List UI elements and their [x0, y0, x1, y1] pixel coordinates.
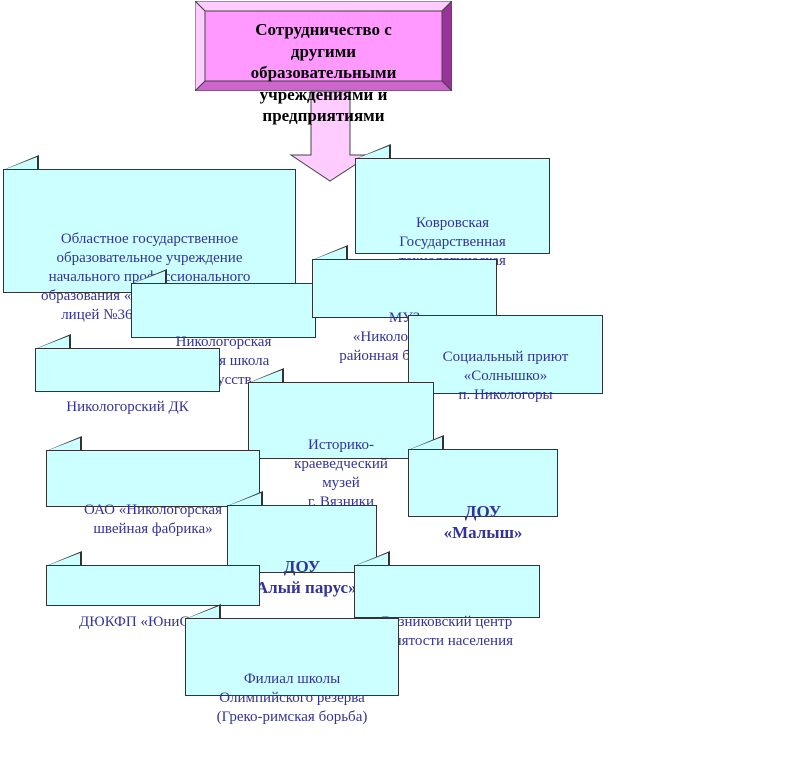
- node-dyukfp: ДЮКФП «ЮниС – 92»: [46, 551, 260, 630]
- node-malysh-label: ДОУ «Малыш»: [443, 502, 523, 542]
- node-dk: Никологорский ДК: [35, 334, 220, 415]
- title-box: [195, 1, 452, 91]
- node-filial: Филиал школы Олимпийского резерва (Греко…: [185, 604, 399, 725]
- node-alyi-parus: ДОУ «Алый парус»: [227, 491, 377, 597]
- node-kovrov: Ковровская Государственная технологическ…: [355, 144, 550, 288]
- node-dk-label: Никологорский ДК: [66, 399, 189, 415]
- title-frame-shape: [195, 1, 452, 91]
- node-malysh: ДОУ «Малыш»: [408, 435, 558, 542]
- node-fabrika: ОАО «Никологорская швейная фабрика»: [46, 436, 260, 537]
- node-priyut-label: Социальный приют «Солнышко» п. Никологор…: [442, 349, 569, 403]
- title-text: Сотрудничество с другими образовательным…: [250, 20, 397, 125]
- node-filial-label: Филиал школы Олимпийского резерва (Греко…: [216, 671, 368, 725]
- node-tsentr: Вязниковский центр занятости населения: [354, 551, 540, 649]
- node-muzei: Историко- краеведческий музей г. Вязники: [248, 368, 434, 510]
- node-shkola-iskusstv: Никологорская детская школа искусств: [131, 269, 316, 388]
- node-fabrika-label: ОАО «Никологорская швейная фабрика»: [84, 502, 222, 537]
- node-muzei-label: Историко- краеведческий музей г. Вязники: [294, 437, 388, 510]
- node-muz: МУЗ «Никологорская районная больница»: [312, 245, 497, 364]
- node-priyut: Социальный приют «Солнышко» п. Никологор…: [408, 315, 603, 403]
- node-alyi-parus-label: ДОУ «Алый парус»: [247, 557, 357, 597]
